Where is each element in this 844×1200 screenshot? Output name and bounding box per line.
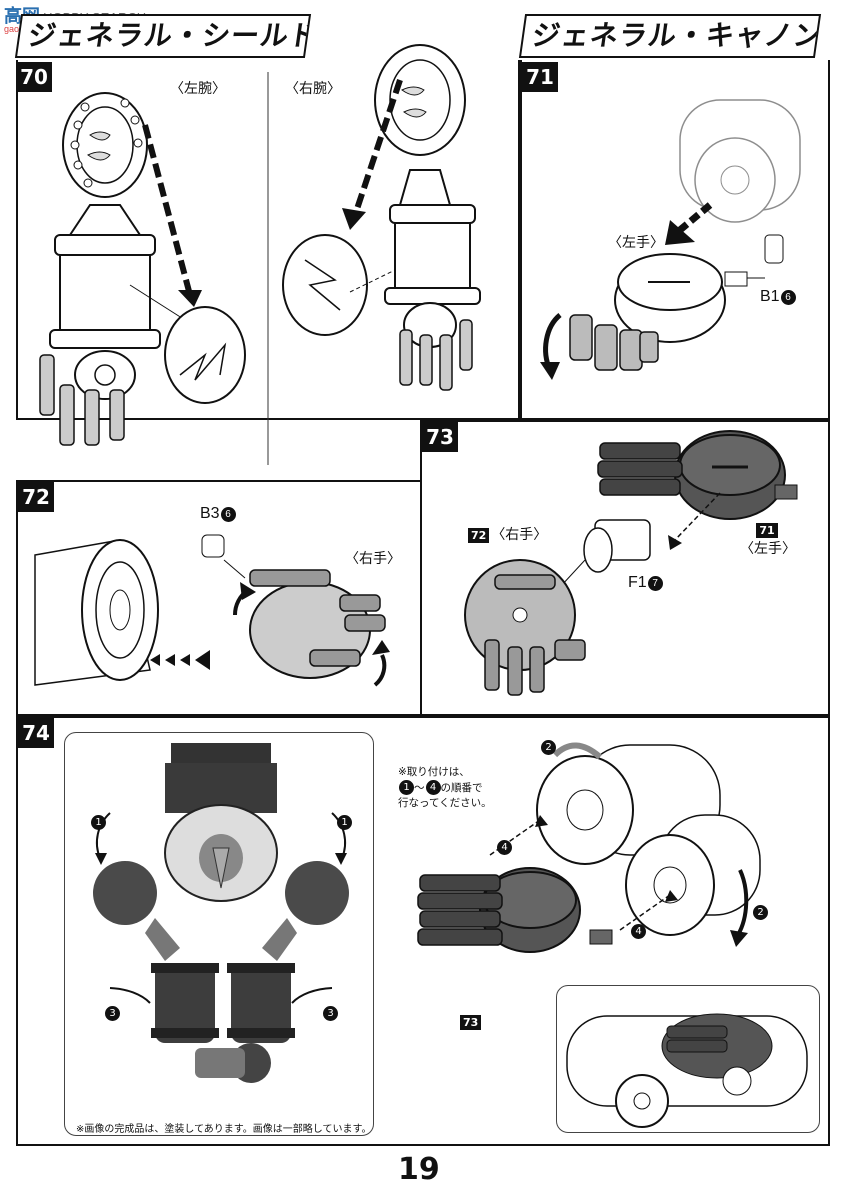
order-marker-1-left: 1 <box>91 815 106 830</box>
ref-73-tag-text: 73 <box>460 1015 482 1030</box>
ref-71-hand: 〈左手〉 <box>740 541 796 557</box>
order-marker-3-left: 3 <box>105 1006 120 1021</box>
order-note-to: 4 <box>425 780 441 795</box>
order-note-from: 1 <box>399 780 414 795</box>
right-hand-label-72: 〈右手〉 <box>345 551 401 567</box>
model-photo-render <box>93 743 349 1083</box>
right-arm-label: 〈右腕〉 <box>285 81 341 97</box>
step-73-number: 73 <box>422 422 458 452</box>
order-marker-2-top: 2 <box>541 740 556 755</box>
step-72-illustration <box>34 534 390 687</box>
part-b1-runner: 6 <box>780 290 796 305</box>
left-arm-illustration <box>39 92 246 446</box>
left-arm-label: 〈左腕〉 <box>170 81 226 97</box>
order-note-line3: 行なってください。 <box>398 797 492 809</box>
part-f1-runner: 7 <box>647 576 663 591</box>
detail-inset-render <box>566 1013 808 1128</box>
left-hand-label-71: 〈左手〉 <box>608 235 664 251</box>
step-74-number: 74 <box>18 718 54 748</box>
assembled-detail-inset <box>556 985 820 1133</box>
part-f1-code: F1 <box>628 574 647 591</box>
step-71-illustration <box>540 99 801 380</box>
order-note-line1: ※取り付けは、 <box>398 766 470 778</box>
right-arm-illustration <box>282 44 481 391</box>
photo-caption: ※画像の完成品は、塗装してあります。画像は一部略しています。 <box>76 1124 372 1135</box>
step-73-illustration <box>464 430 798 696</box>
part-b3-runner: 6 <box>220 507 236 522</box>
step-70-number: 70 <box>16 62 52 92</box>
order-note-mid: ～ <box>414 782 425 794</box>
part-b1-code: B1 <box>760 288 780 305</box>
ref-73-tag: 73 <box>460 1014 483 1030</box>
page-number: 19 <box>398 1152 440 1187</box>
completed-model-photo <box>64 732 374 1136</box>
ref-72-label: 72〈右手〉 <box>468 524 547 544</box>
step-72-number: 72 <box>18 482 54 512</box>
ref-72-tag: 72 <box>468 528 490 543</box>
step-71-number: 71 <box>522 62 558 92</box>
order-marker-2-right: 2 <box>753 905 768 920</box>
order-marker-1-right: 1 <box>337 815 352 830</box>
order-marker-4-top: 4 <box>497 840 512 855</box>
order-note-line2-tail: の順番で <box>440 782 483 794</box>
order-marker-4-bottom: 4 <box>631 924 646 939</box>
ref-71-tag: 71 <box>756 523 778 538</box>
ref-71-label: 71 〈左手〉 <box>740 522 796 558</box>
part-b3-code: B3 <box>200 505 220 522</box>
step-74-assembly-illustration <box>417 742 761 953</box>
ref-72-hand: 〈右手〉 <box>491 527 548 543</box>
order-marker-3-right: 3 <box>323 1006 338 1021</box>
